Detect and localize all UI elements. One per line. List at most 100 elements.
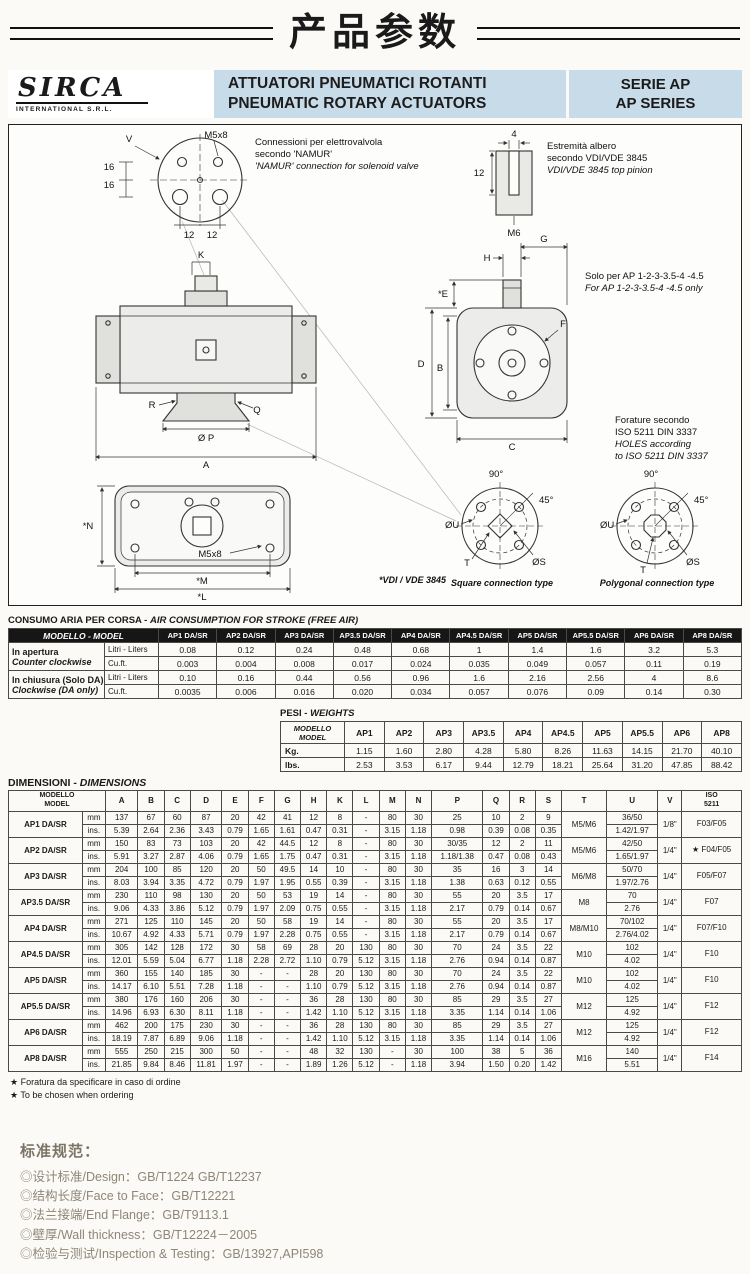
dim-value-cell: 0.47 xyxy=(300,823,328,838)
dim-value-cell: 30 xyxy=(404,914,433,929)
dim-value-cell: 206 xyxy=(189,992,223,1007)
dim-unit-cell: ins. xyxy=(81,823,106,838)
solo-note-it: Solo per AP 1-2-3-3.5-4 -4.5 xyxy=(585,271,704,282)
label-d: D xyxy=(418,359,425,370)
dim-value-cell: 1.97 xyxy=(247,927,275,942)
weights-value-cell: 2.53 xyxy=(344,757,385,772)
dim-value-cell: 67 xyxy=(137,810,165,825)
dim-thread-cell: M5/M6 xyxy=(560,810,608,838)
dim-column-header: S xyxy=(534,790,563,812)
air-model-header: AP3 DA/SR xyxy=(274,628,334,643)
dim-value-cell: - xyxy=(352,914,380,929)
dim-u-ins-cell: 4.92 xyxy=(606,1005,659,1020)
label-m: *M xyxy=(196,576,208,587)
dim-value-cell: 80 xyxy=(378,836,406,851)
dim-value-cell: 0.39 xyxy=(482,823,510,838)
dim-value-cell: - xyxy=(352,810,380,825)
dim-value-cell: 0.14 xyxy=(508,979,536,994)
pinion-note-it-line2: secondo VDI/VDE 3845 xyxy=(547,153,648,165)
dim-thread-cell: M12 xyxy=(560,1018,608,1046)
label-a: A xyxy=(203,460,210,471)
dim-value-cell: 5 xyxy=(508,1044,536,1059)
dim-value-cell: 130 xyxy=(352,940,380,955)
dim-unit-cell: ins. xyxy=(81,927,106,942)
dim-value-cell: 35 xyxy=(431,862,484,877)
weights-unit-cell: Kg. xyxy=(280,743,345,758)
dim-value-cell: 0.87 xyxy=(534,953,563,968)
dim-value-cell: 5.12 xyxy=(352,953,380,968)
dim-value-cell: 185 xyxy=(189,966,223,981)
dim-value-cell: 1.18 xyxy=(404,927,433,942)
air-value-cell: 0.14 xyxy=(624,684,684,699)
dim-value-cell: 3.15 xyxy=(378,927,406,942)
dim-thread-cell: M10 xyxy=(560,966,608,994)
dim-value-cell: 80 xyxy=(378,966,406,981)
dim-value-cell: 3.35 xyxy=(431,1031,484,1046)
air-value-cell: 0.020 xyxy=(332,684,393,699)
dim-value-cell: 58 xyxy=(273,914,302,929)
weights-title-en: WEIGHTS xyxy=(310,708,355,719)
weights-model-header: AP5 xyxy=(582,721,623,744)
dim-model-cell: AP8 DA/SR xyxy=(8,1044,83,1072)
dim-value-cell: 4.92 xyxy=(137,927,165,942)
dim-value-cell: 0.43 xyxy=(534,849,563,864)
dim-iso-cell: F10 xyxy=(681,940,742,968)
air-header-model: MODELLO - MODEL xyxy=(8,628,159,643)
dim-value-cell: 29 xyxy=(482,992,510,1007)
dim-value-cell: 1.14 xyxy=(482,1005,510,1020)
dim-value-cell: 3.15 xyxy=(378,823,406,838)
dim-value-cell: 120 xyxy=(189,862,223,877)
dim-thread-cell: M6/M8 xyxy=(560,862,608,890)
standards-item: ◎结构长度/Face to Face：GB/T12221 xyxy=(20,1188,236,1203)
dim-unit-cell: ins. xyxy=(81,849,106,864)
label-f: F xyxy=(560,319,566,330)
dim-value-cell: 150 xyxy=(104,836,139,851)
dim-value-cell: 25 xyxy=(431,810,484,825)
dim-value-cell: 50 xyxy=(247,888,275,903)
dim-value-cell: 0.14 xyxy=(508,1005,536,1020)
weights-value-cell: 12.79 xyxy=(502,757,544,772)
dim-air-connection-cell: 1/4" xyxy=(657,862,683,890)
dim-value-cell: 9.06 xyxy=(104,901,139,916)
label-k: K xyxy=(198,250,205,261)
weights-value-cell: 11.63 xyxy=(582,743,623,758)
dim-value-cell: 20 xyxy=(221,810,249,825)
title-decoration-line-right xyxy=(477,26,741,40)
dim-value-cell: 80 xyxy=(378,940,406,955)
weights-model-header: AP2 xyxy=(383,721,425,744)
dim-value-cell: 6.30 xyxy=(163,1005,191,1020)
label-b: B xyxy=(437,363,443,374)
dim-value-cell: 0.31 xyxy=(326,823,354,838)
air-model-header: AP5.5 DA/SR xyxy=(566,628,626,643)
label-du-square: ØU xyxy=(445,520,459,531)
dim-air-connection-cell: 1/4" xyxy=(657,1044,683,1072)
air-table-title-it: CONSUMO ARIA PER CORSA - xyxy=(8,615,150,626)
dim-u-ins-cell: 2.76/4.02 xyxy=(606,927,659,942)
dim-value-cell: - xyxy=(352,823,380,838)
dim-value-cell: 230 xyxy=(189,1018,223,1033)
dim-value-cell: 215 xyxy=(163,1044,191,1059)
dim-value-cell: 175 xyxy=(163,1018,191,1033)
dim-value-cell: 1.18 xyxy=(221,979,249,994)
dim-value-cell: 44.5 xyxy=(273,836,302,851)
dim-value-cell: 1.61 xyxy=(273,823,302,838)
dim-value-cell: 8.46 xyxy=(163,1057,191,1072)
namur-flange-view xyxy=(119,134,250,229)
dim-value-cell: 110 xyxy=(137,888,165,903)
dim-value-cell: 50 xyxy=(247,914,275,929)
dim-value-cell: 3.5 xyxy=(508,914,536,929)
dim-value-cell: 28 xyxy=(300,966,328,981)
dim-u-ins-cell: 4.92 xyxy=(606,1031,659,1046)
dim-thread-cell: M8 xyxy=(560,888,608,916)
air-unit-cell: Litri - Liters xyxy=(104,670,159,685)
air-value-cell: 0.057 xyxy=(566,656,626,671)
air-model-header: AP4.5 DA/SR xyxy=(449,628,509,643)
dim-value-cell: 10 xyxy=(482,810,510,825)
dim-value-cell: 2 xyxy=(508,836,536,851)
